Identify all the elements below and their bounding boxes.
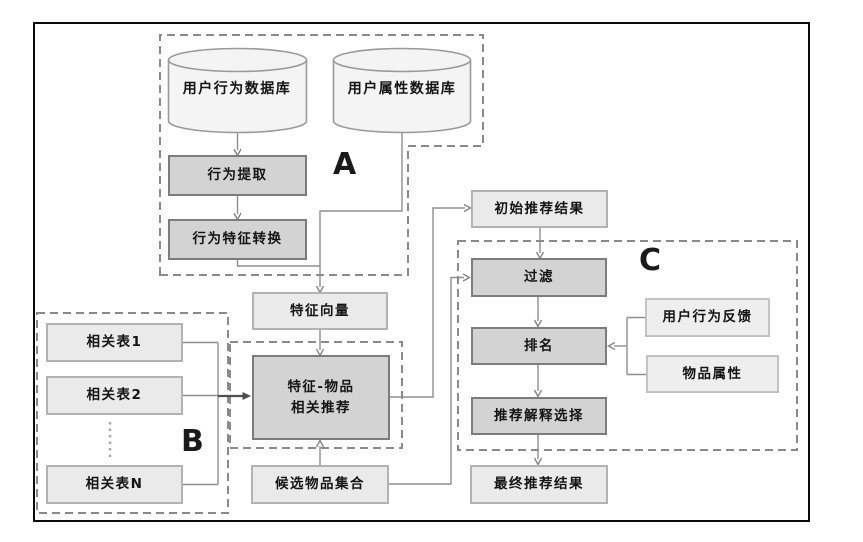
- node-feature-item-recommend-label: 特征-物品 相关推荐: [287, 377, 354, 419]
- node-related-table-1: 相关表1: [46, 323, 183, 362]
- feature-item-line1: 特征-物品: [287, 378, 355, 395]
- node-recommend-explanation-selection-label: 推荐解释选择: [494, 407, 584, 424]
- node-ranking: 排名: [471, 327, 607, 365]
- node-ranking-label: 排名: [524, 337, 554, 354]
- figure-border: [33, 22, 810, 522]
- node-final-recommend-results: 最终推荐结果: [470, 465, 608, 504]
- node-user-behavior-db-label: 用户行为数据库: [182, 81, 292, 97]
- node-related-table-2: 相关表2: [46, 376, 183, 415]
- group-c-outline: [457, 240, 798, 451]
- group-a-label: A: [333, 147, 357, 182]
- node-item-attributes-label: 物品属性: [682, 365, 743, 382]
- node-feature-vector: 特征向量: [252, 292, 388, 330]
- node-user-behavior-db: 用户行为数据库: [170, 68, 304, 108]
- feature-item-line2: 相关推荐: [290, 399, 351, 416]
- node-candidate-item-set-label: 候选物品集合: [275, 476, 365, 493]
- database-cylinder-user-attribute: [332, 47, 472, 134]
- node-final-recommend-results-label: 最终推荐结果: [494, 476, 584, 493]
- node-user-attribute-db-label: 用户属性数据库: [347, 81, 457, 97]
- node-behavior-extraction-label: 行为提取: [207, 167, 268, 184]
- edge-conversion-join: [236, 260, 320, 267]
- node-behavior-feature-conversion: 行为特征转换: [168, 219, 307, 260]
- node-initial-recommend-results-label: 初始推荐结果: [494, 200, 585, 217]
- node-candidate-item-set: 候选物品集合: [251, 465, 389, 504]
- node-related-table-n-label: 相关表N: [85, 476, 144, 493]
- node-user-behavior-feedback-label: 用户行为反馈: [662, 309, 753, 326]
- node-user-behavior-feedback: 用户行为反馈: [645, 298, 770, 337]
- group-b-outline: [36, 312, 229, 514]
- node-related-table-n: 相关表N: [46, 465, 183, 504]
- node-recommend-explanation-selection: 推荐解释选择: [471, 397, 607, 435]
- group-b-label: B: [181, 424, 204, 459]
- group-a-outline: [159, 34, 484, 276]
- node-feature-item-recommend: 特征-物品 相关推荐: [252, 355, 390, 440]
- node-behavior-extraction: 行为提取: [168, 155, 307, 196]
- group-c-label: C: [639, 243, 662, 278]
- node-initial-recommend-results: 初始推荐结果: [471, 190, 608, 228]
- edge-recommend-to-initial: [390, 203, 472, 398]
- node-related-table-1-label: 相关表1: [86, 334, 143, 351]
- node-filter: 过滤: [471, 258, 607, 297]
- node-filter-label: 过滤: [524, 269, 554, 286]
- database-cylinder-user-behavior: [167, 47, 308, 134]
- related-tables-bus: [183, 341, 219, 486]
- node-user-attribute-db: 用户属性数据库: [334, 68, 470, 108]
- node-feature-vector-label: 特征向量: [290, 302, 350, 319]
- node-behavior-feature-conversion-label: 行为特征转换: [192, 231, 283, 248]
- edge-attributedb-to-featurevector: [315, 133, 403, 294]
- recommend-core-outline: [229, 341, 403, 449]
- node-related-table-2-label: 相关表2: [86, 387, 143, 404]
- node-item-attributes: 物品属性: [646, 355, 779, 393]
- edge-candidates-to-filter: [389, 273, 471, 485]
